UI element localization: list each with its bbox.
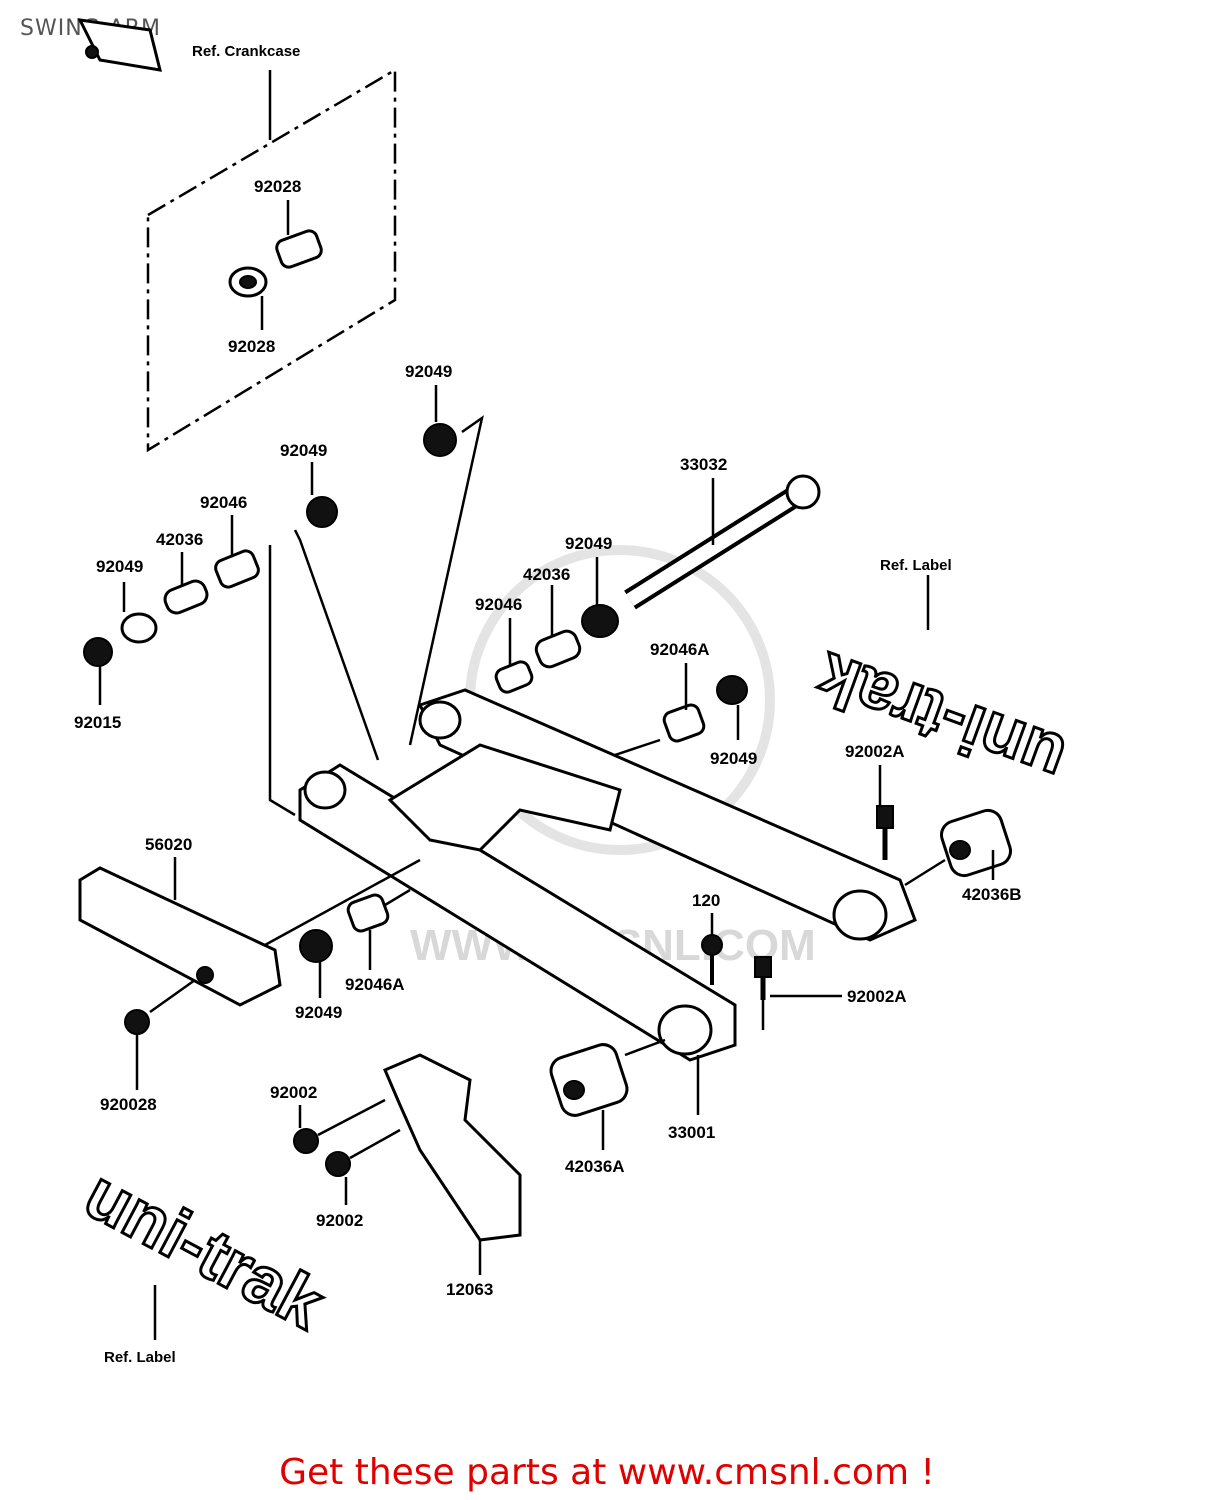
label-ref-label-top: Ref. Label	[880, 557, 952, 574]
label-92015: 92015	[74, 713, 121, 732]
swing-arm-33001	[298, 688, 917, 1115]
leader-92049-pivot	[293, 529, 380, 761]
label-12063: 12063	[446, 1280, 493, 1299]
cta-link[interactable]: Get these parts at www.cmsnl.com !	[279, 1452, 935, 1493]
label-33001: 33001	[668, 1123, 715, 1142]
uni-trak-logo-top: uni-trak	[806, 637, 1077, 801]
label-92049-c: 92049	[96, 557, 143, 576]
bushing-92028-lower	[228, 266, 268, 330]
uni-trak-logo-top-text: uni-trak	[807, 638, 1075, 799]
uni-trak-logo-bottom-text: uni-trak	[73, 1154, 336, 1343]
label-42036A: 42036A	[565, 1157, 625, 1176]
seal-92049-lower	[299, 929, 333, 998]
seal-92049-top	[408, 385, 484, 746]
label-92046-left: 92046	[200, 493, 247, 512]
spacer-92046A-lower	[346, 888, 411, 970]
label-ref-crankcase: Ref. Crankcase	[192, 43, 300, 60]
label-92002A-upper: 92002A	[845, 742, 905, 761]
pivot-hardware-left	[83, 462, 338, 705]
label-92002A-lower: 92002A	[847, 987, 907, 1006]
label-42036B: 42036B	[962, 885, 1022, 904]
bolt-92002A-lower	[754, 956, 842, 1030]
bushing-42036B	[904, 808, 1012, 887]
crankcase-fragment-icon	[77, 18, 163, 72]
chain-guide-12063	[383, 1053, 522, 1275]
label-ref-label-bottom: Ref. Label	[104, 1349, 176, 1366]
pivot-hardware-right	[494, 557, 748, 762]
leader-left-pivot	[268, 545, 296, 817]
bolt-92002A-upper	[876, 765, 894, 860]
label-92049-e: 92049	[710, 749, 757, 768]
label-92046A-lower: 92046A	[345, 975, 405, 994]
label-92046-mid: 92046	[475, 595, 522, 614]
bolt-92002-lower	[325, 1128, 401, 1205]
label-42036-mid: 42036	[523, 565, 570, 584]
bushing-92028-upper	[275, 200, 323, 269]
label-120: 120	[692, 891, 720, 910]
label-56020: 56020	[145, 835, 192, 854]
label-92049-b: 92049	[280, 441, 327, 460]
label-92002-lower: 92002	[316, 1211, 363, 1230]
label-92002-upper: 92002	[270, 1083, 317, 1102]
label-92028-bottom: 92028	[228, 337, 275, 356]
label-92028-top: 92028	[254, 177, 301, 196]
bushing-42036A	[549, 1038, 666, 1150]
label-92049-d: 92049	[565, 534, 612, 553]
label-92049-f: 92049	[295, 1003, 342, 1022]
bolt-120	[701, 913, 723, 985]
label-920028: 920028	[100, 1095, 157, 1114]
chain-guard-56020	[78, 857, 421, 1007]
label-33032: 33032	[680, 455, 727, 474]
pivot-shaft-33032	[624, 474, 821, 610]
bolt-92002-upper	[293, 1098, 386, 1154]
crankcase-reference-box	[146, 67, 397, 453]
label-92049-a: 92049	[405, 362, 452, 381]
bolt-920028	[124, 978, 196, 1090]
uni-trak-logo-bottom: uni-trak	[71, 1153, 337, 1345]
label-92046A-upper: 92046A	[650, 640, 710, 659]
label-42036-left: 42036	[156, 530, 203, 549]
